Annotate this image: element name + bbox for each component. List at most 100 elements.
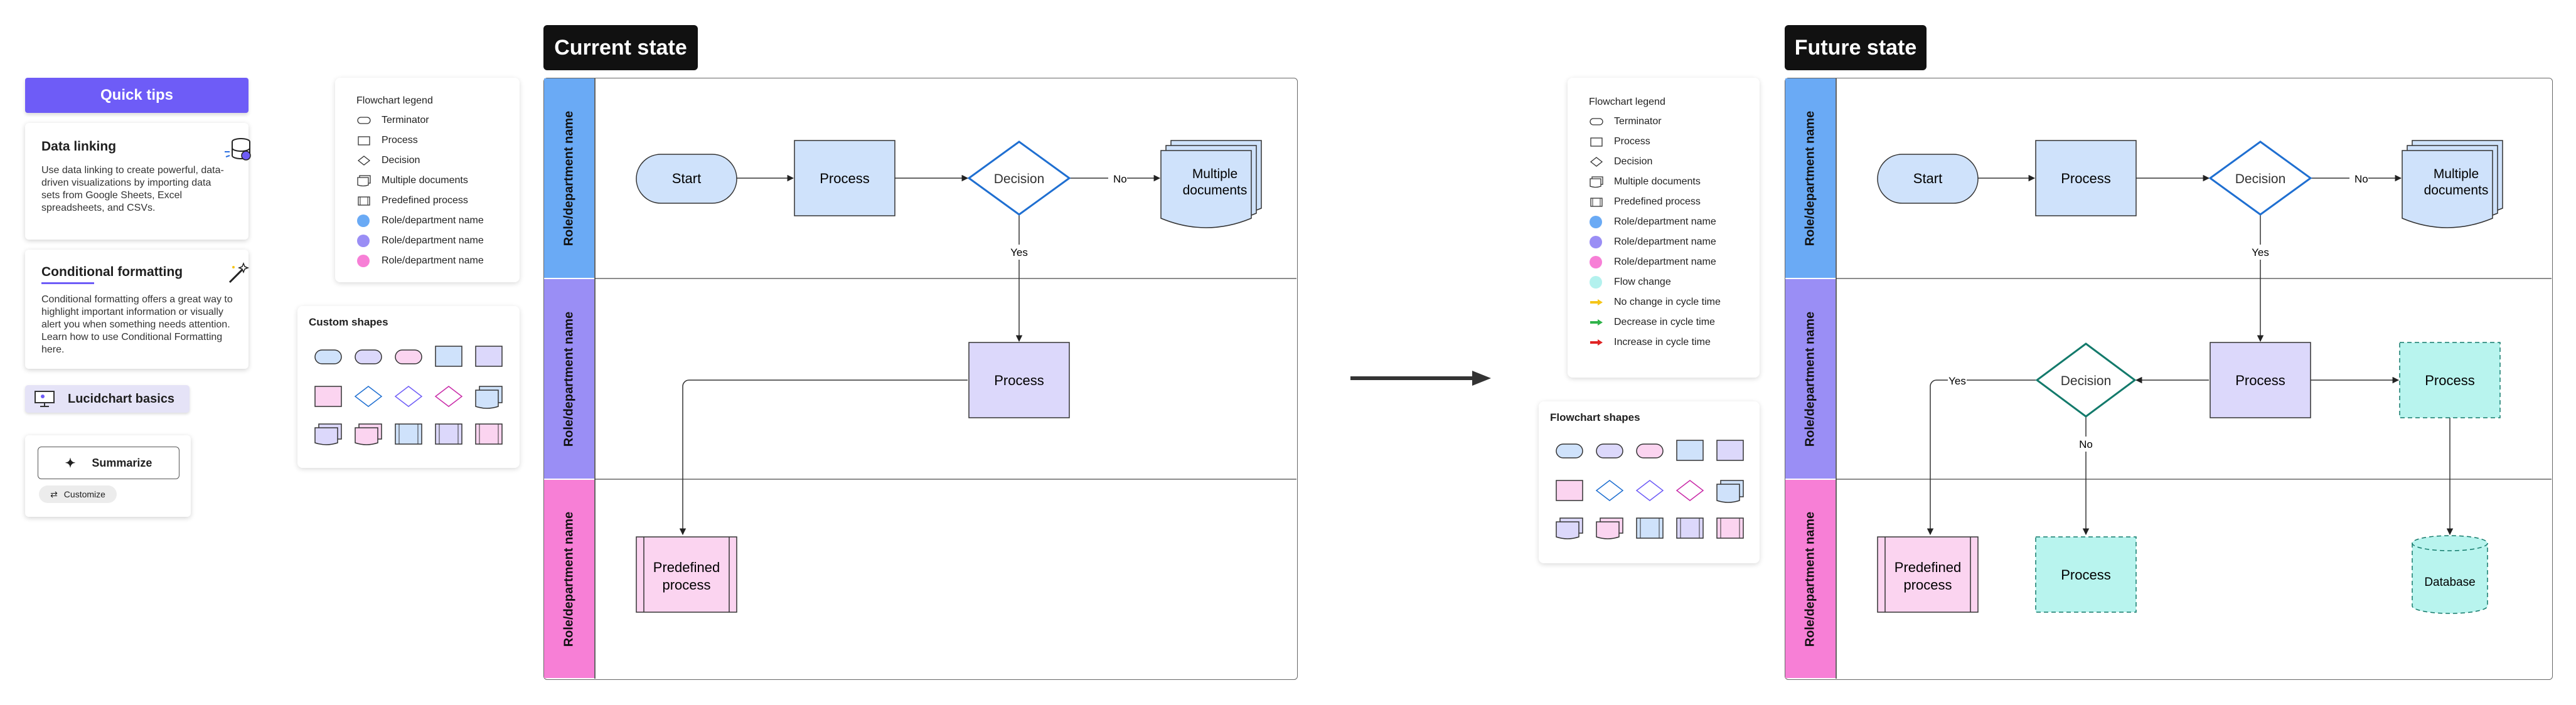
shape-terminator-blue[interactable] <box>314 349 342 364</box>
shape-predefined-blue[interactable] <box>395 423 422 445</box>
conditional-formatting-card[interactable]: Conditional formatting Conditional forma… <box>25 250 250 369</box>
legend-item-label: Multiple documents <box>382 175 468 186</box>
process-label: Process <box>2425 373 2474 388</box>
process-label: Process <box>2235 373 2285 388</box>
process-step-3-flow-change[interactable]: Process <box>2399 342 2501 418</box>
shape-decision-blue[interactable] <box>354 386 383 407</box>
shape-multidoc-purple[interactable] <box>1556 517 1583 539</box>
decision-2[interactable]: Decision <box>2035 342 2137 418</box>
shape-process-purple[interactable] <box>475 346 503 367</box>
shape-decision-pink[interactable] <box>1675 480 1704 501</box>
predefined-process[interactable]: Predefined process <box>1877 536 1979 613</box>
monitor-icon <box>34 390 55 408</box>
shape-terminator-pink[interactable] <box>395 349 422 364</box>
purple-dot-icon <box>356 234 382 248</box>
transition-arrow-icon <box>1350 371 1491 386</box>
legend-item: Process <box>1589 132 1752 152</box>
yes-label: Yes <box>1010 246 1028 258</box>
legend-item: Terminator <box>356 110 513 130</box>
flowchart-shapes-title: Flowchart shapes <box>1550 411 1640 423</box>
process-step-2[interactable]: Process <box>968 342 1070 418</box>
shape-predefined-pink[interactable] <box>1716 517 1744 539</box>
shape-terminator-pink[interactable] <box>1636 443 1664 459</box>
decision-label: Decision <box>994 172 1045 186</box>
legend-item-label: Increase in cycle time <box>1614 337 1711 347</box>
legend-item: Role/department name <box>1589 212 1752 232</box>
terminator-shape-icon <box>1589 115 1614 129</box>
shape-process-pink[interactable] <box>1556 480 1583 501</box>
decision-1[interactable]: Decision <box>967 140 1071 216</box>
legend-item-label: Process <box>1614 136 1650 147</box>
shape-process-blue[interactable] <box>435 346 462 367</box>
shape-process-purple[interactable] <box>1716 440 1744 461</box>
legend-item: Role/department name <box>1589 232 1752 252</box>
future-lane-1-header[interactable]: Role/department name <box>1785 78 1836 278</box>
shape-decision-pink[interactable] <box>434 386 463 407</box>
legend-item-label: Decrease in cycle time <box>1614 317 1715 327</box>
multiple-documents[interactable]: Multiple documents <box>1160 140 1262 228</box>
shape-predefined-purple[interactable] <box>435 423 462 445</box>
purple-dot-icon <box>1589 235 1614 249</box>
shape-predefined-blue[interactable] <box>1636 517 1664 539</box>
legend-item: Process <box>356 130 513 151</box>
legend-item-label: Predefined process <box>1614 196 1701 207</box>
current-lane-2-header[interactable]: Role/department name <box>544 279 594 479</box>
process-step-1[interactable]: Process <box>2035 140 2137 216</box>
predefined-process[interactable]: Predefined process <box>636 536 737 613</box>
legend-item-label: Role/department name <box>1614 216 1716 227</box>
shape-decision-purple[interactable] <box>394 386 423 407</box>
multiple-documents-shape-icon <box>356 174 382 188</box>
yellow-arrow-icon <box>1589 295 1614 309</box>
predefined-process-shape-icon <box>1589 195 1614 209</box>
current-lane-3-header[interactable]: Role/department name <box>544 480 594 678</box>
customize-button[interactable]: ⇄ Customize <box>39 485 117 503</box>
current-lane-1-header[interactable]: Role/department name <box>544 78 594 278</box>
start-label: Start <box>672 171 701 186</box>
start-terminator[interactable]: Start <box>636 154 737 204</box>
shape-process-blue[interactable] <box>1676 440 1704 461</box>
database-shape[interactable]: Database <box>2412 535 2488 614</box>
lucidchart-basics-button[interactable]: Lucidchart basics <box>25 385 190 413</box>
shape-predefined-purple[interactable] <box>1676 517 1704 539</box>
multiple-documents-shape-icon <box>1589 175 1614 189</box>
predefined-process-shape-icon <box>356 194 382 208</box>
current-state-title: Current state <box>543 25 698 70</box>
shape-process-pink[interactable] <box>314 386 342 407</box>
process-step-2[interactable]: Process <box>2210 342 2311 418</box>
predef-label-2: process <box>662 577 710 593</box>
future-state-diagram: Start Process Decision No Yes Multiple d… <box>1836 78 2552 679</box>
multiple-documents[interactable]: Multiple documents <box>2402 140 2503 228</box>
red-arrow-icon <box>1589 336 1614 349</box>
shape-terminator-purple[interactable] <box>1596 443 1623 459</box>
legend-item-label: Role/department name <box>382 235 484 246</box>
shape-multidoc-purple[interactable] <box>314 423 342 445</box>
quick-tips-header[interactable]: Quick tips <box>25 78 249 113</box>
shape-multidoc-pink[interactable] <box>1596 517 1623 539</box>
shape-decision-purple[interactable] <box>1635 480 1664 501</box>
no-label: No <box>1113 173 1127 185</box>
start-label: Start <box>1913 171 1942 186</box>
decision-label: Decision <box>2061 374 2112 388</box>
decision-1[interactable]: Decision <box>2208 140 2312 216</box>
start-terminator[interactable]: Start <box>1877 154 1979 204</box>
shape-terminator-purple[interactable] <box>355 349 382 364</box>
shape-decision-blue[interactable] <box>1595 480 1624 501</box>
future-lane-2-header[interactable]: Role/department name <box>1785 279 1836 479</box>
shape-predefined-pink[interactable] <box>475 423 503 445</box>
sparkle-icon: ✦ <box>65 456 76 470</box>
predef-label-1: Predefined <box>1895 559 1961 575</box>
process-step-1[interactable]: Process <box>794 140 895 216</box>
cyan-dot-icon <box>1589 275 1614 289</box>
process-step-4-flow-change[interactable]: Process <box>2035 536 2137 613</box>
shape-multidoc-blue[interactable] <box>475 386 503 409</box>
legend-item-label: No change in cycle time <box>1614 297 1721 307</box>
terminator-shape-icon <box>356 114 382 127</box>
future-lane-3-header[interactable]: Role/department name <box>1785 480 1836 678</box>
shape-terminator-blue[interactable] <box>1556 443 1583 459</box>
shape-multidoc-pink[interactable] <box>355 423 382 445</box>
data-linking-card[interactable]: Data linking Use data linking to create … <box>25 123 251 240</box>
legend-item: Predefined process <box>1589 192 1752 212</box>
shape-multidoc-blue[interactable] <box>1716 480 1744 503</box>
no-label: No <box>2354 173 2368 185</box>
summarize-button[interactable]: ✦ Summarize <box>38 447 179 479</box>
